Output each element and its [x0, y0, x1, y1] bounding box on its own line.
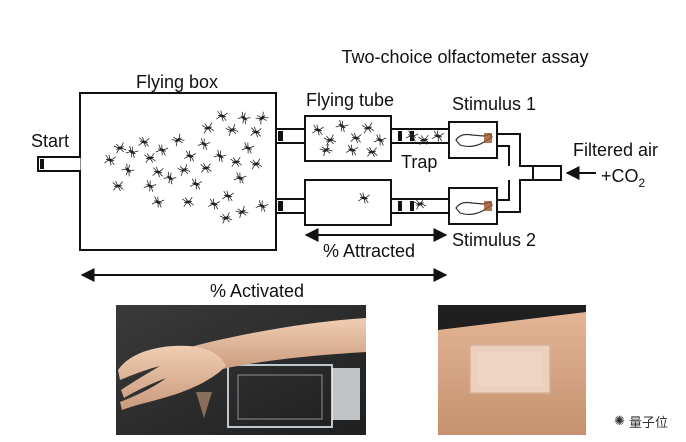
activated-label: % Activated	[210, 281, 304, 301]
mosquito-icon	[125, 145, 139, 159]
mosquito-icon	[255, 111, 269, 125]
mosquito-icon	[237, 111, 251, 125]
photo-arm-patch	[438, 305, 586, 435]
mosquito-icon	[255, 200, 269, 212]
mosquito-icon	[350, 132, 362, 144]
mosquito-icon	[189, 178, 203, 190]
mosquito-icon	[151, 196, 165, 208]
mosquito-icon	[121, 163, 135, 177]
mosquito-icon	[216, 110, 228, 122]
mosquito-icon	[177, 164, 191, 176]
start-tube	[37, 156, 81, 172]
lower-flying-tube	[304, 179, 392, 226]
mosquito-icon	[225, 124, 239, 136]
diagram-title: Two-choice olfactometer assay	[341, 47, 588, 67]
mosquito-icon	[219, 212, 233, 224]
mosquito-icon	[163, 171, 177, 185]
mosquito-icon	[171, 133, 185, 147]
stimulus-1-hand-icon	[455, 133, 493, 148]
mosquito-icon	[312, 124, 324, 136]
mosquito-icon	[358, 192, 370, 204]
watermark-text: 量子位	[628, 416, 668, 431]
mosquito-icon	[413, 198, 427, 210]
filtered-air-label: Filtered air	[573, 140, 658, 160]
mosquito-icon	[431, 130, 445, 142]
mosquito-icon	[361, 122, 375, 134]
mosquito-icon	[222, 190, 234, 202]
stimulus-2-hand-icon	[455, 201, 493, 216]
photo-arm-over-cage	[116, 305, 366, 435]
watermark: ✺ 量子位	[610, 411, 672, 432]
mosquito-icon	[335, 119, 349, 133]
mosquito-icon	[143, 180, 157, 192]
mosquito-icon	[138, 136, 150, 148]
mosquitoes-in-box	[104, 110, 269, 224]
air-inlet-tube	[532, 165, 562, 181]
mosquito-icon	[213, 149, 227, 163]
mosquito-icon	[112, 181, 124, 191]
stimulus-1-label: Stimulus 1	[452, 94, 536, 114]
mosquito-icon	[405, 130, 419, 142]
mosquito-icon	[323, 134, 337, 146]
mosquito-icon	[241, 142, 255, 154]
mosquito-icon	[182, 196, 194, 208]
mosquito-icon	[233, 172, 247, 184]
mosquito-icon	[319, 143, 333, 157]
mosquito-icon	[144, 152, 156, 164]
flying-tube-label: Flying tube	[306, 90, 394, 110]
mosquito-icon	[113, 142, 127, 154]
mosquito-icon	[183, 150, 197, 162]
trap-label: Trap	[401, 152, 437, 172]
mosquito-icon	[200, 163, 212, 173]
mosquito-icon	[155, 144, 169, 156]
wechat-icon: ✺	[614, 414, 625, 429]
mosquito-icon	[345, 144, 359, 156]
mosquito-icon	[373, 134, 387, 146]
stimulus-2-label: Stimulus 2	[452, 230, 536, 250]
start-label: Start	[31, 131, 69, 151]
air-manifold	[497, 133, 533, 213]
co2-label: +CO2	[601, 166, 646, 190]
mosquito-icon	[418, 134, 430, 146]
flying-box-label: Flying box	[136, 72, 218, 92]
mosquito-icon	[104, 154, 116, 166]
mosquito-icon	[201, 122, 215, 134]
mosquito-icon	[249, 158, 263, 170]
mosquitoes-in-tubes	[312, 119, 445, 210]
mosquito-icon	[230, 156, 242, 168]
mosquito-icon	[152, 166, 164, 178]
attracted-label: % Attracted	[323, 241, 415, 261]
mosquito-icon	[366, 147, 378, 157]
mosquito-icon	[207, 198, 221, 210]
mosquito-icon	[250, 126, 262, 138]
mosquito-icon	[235, 205, 249, 219]
flying-box	[79, 92, 277, 251]
mosquito-icon	[197, 138, 211, 150]
